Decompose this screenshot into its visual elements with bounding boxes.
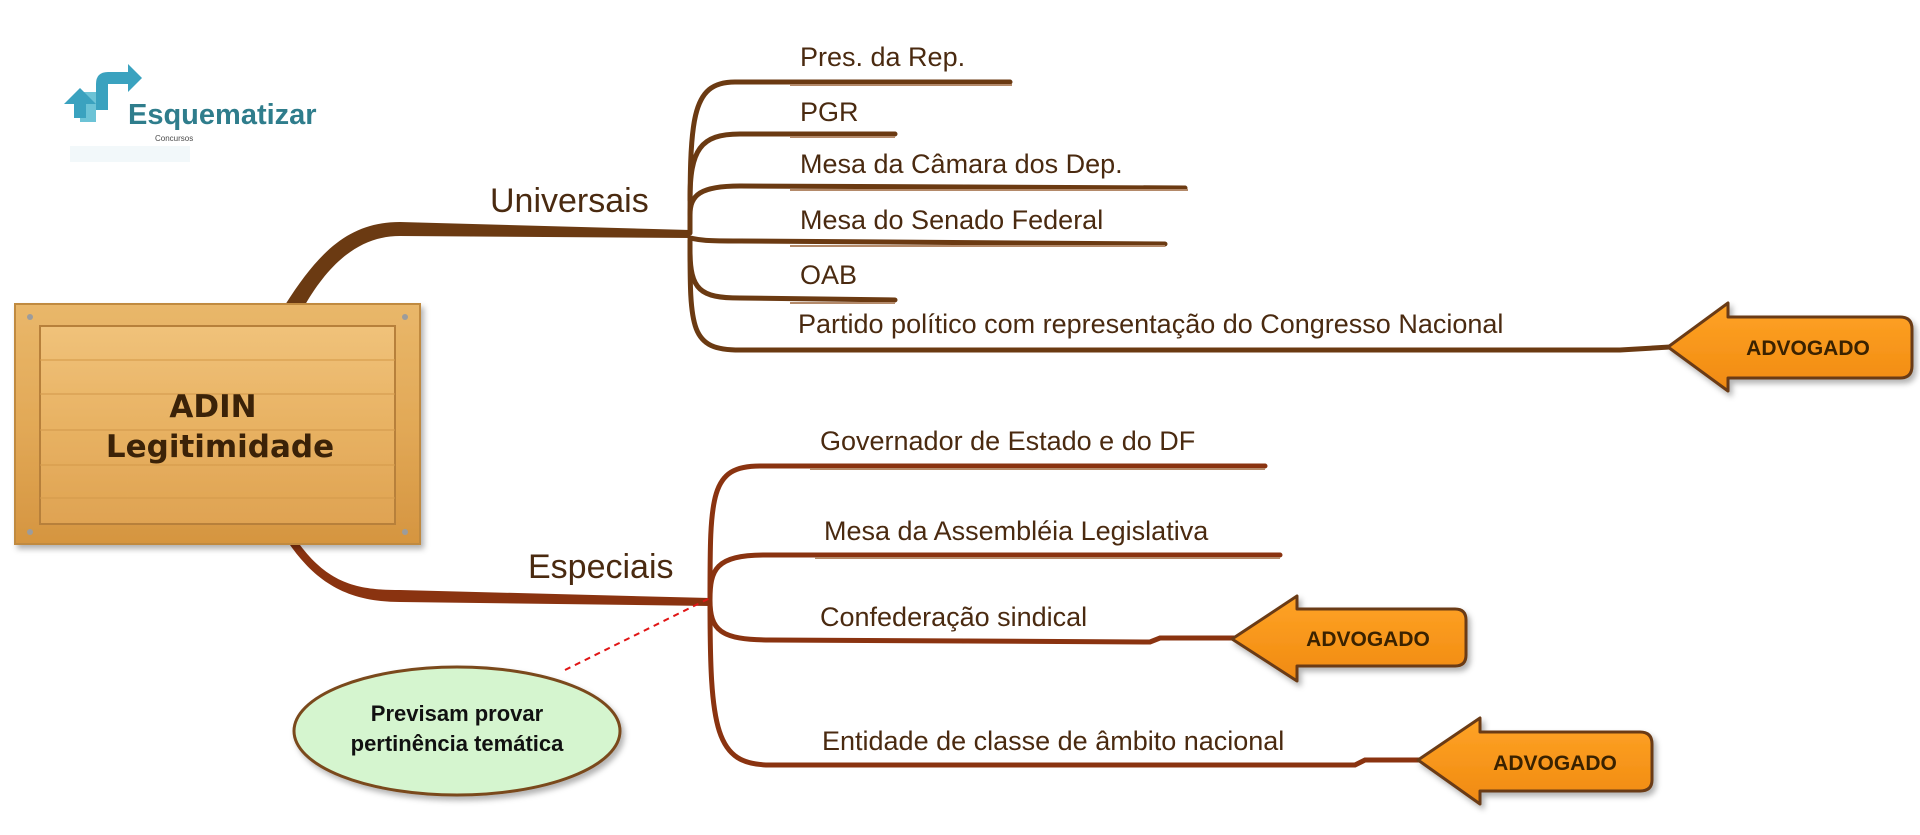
nail-icon (402, 314, 408, 320)
leaf-mesa-camara: Mesa da Câmara dos Dep. (800, 149, 1123, 179)
leaf-mesa-senado: Mesa do Senado Federal (800, 205, 1103, 235)
underline-accents (790, 84, 1280, 559)
logo-name: Esquematizar (128, 99, 317, 131)
universais-subbranches (687, 79, 1673, 353)
logo-arrow-up-icon (64, 88, 96, 118)
leaf-oab: OAB (800, 260, 857, 290)
advogado-arrow-2 (1230, 594, 1468, 683)
note-connector (564, 597, 711, 671)
note-line-1: Previsam provar (371, 701, 544, 726)
leaf-pgr: PGR (800, 97, 859, 127)
branch-especiais (290, 545, 710, 606)
category-especiais: Especiais (528, 548, 674, 586)
advogado-label-2: ADVOGADO (1306, 628, 1430, 651)
leaf-entidade-classe: Entidade de classe de âmbito nacional (822, 726, 1284, 756)
especiais-subbranches (707, 463, 1423, 768)
leaf-governador: Governador de Estado e do DF (820, 426, 1195, 456)
note-line-2: pertinência temática (351, 731, 565, 756)
logo-curve-icon (96, 64, 142, 110)
leaf-pres-rep: Pres. da Rep. (800, 42, 965, 72)
logo-sub: Concursos (155, 134, 193, 143)
root-subtitle: Legitimidade (106, 429, 334, 465)
advogado-label-1: ADVOGADO (1746, 337, 1870, 360)
nail-icon (402, 529, 408, 535)
advogado-label-3: ADVOGADO (1493, 752, 1617, 775)
root-sign (14, 303, 421, 545)
branch-universais (285, 222, 690, 305)
advogado-arrow-1 (1666, 301, 1914, 393)
leaf-mesa-assembleia: Mesa da Assembléia Legislativa (824, 516, 1209, 546)
nail-icon (27, 314, 33, 320)
esquematizar-logo: Esquematizar Concursos (64, 64, 317, 162)
leaf-confederacao: Confederação sindical (820, 602, 1087, 632)
advogado-arrow-3 (1416, 716, 1654, 806)
category-universais: Universais (490, 182, 649, 220)
nail-icon (27, 529, 33, 535)
note-bubble (292, 665, 622, 797)
root-title: ADIN (169, 389, 256, 425)
leaf-partido-politico: Partido político com representação do Co… (798, 309, 1503, 339)
